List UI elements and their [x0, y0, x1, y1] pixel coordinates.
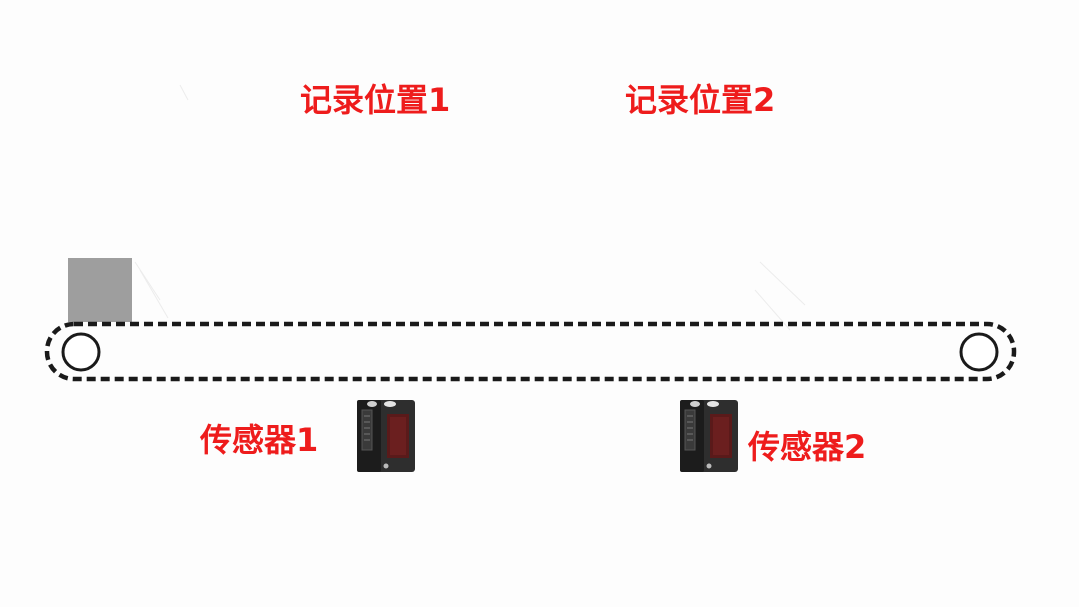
motion-ghost-lines	[135, 85, 805, 330]
sensor-2-label: 传感器2	[748, 427, 866, 467]
sensor-1-label: 传感器1	[200, 420, 318, 460]
conveyor-belt	[47, 324, 1014, 379]
sensor-1-icon	[357, 400, 415, 472]
record-position-1-label: 记录位置1	[300, 80, 450, 120]
package-box-icon	[68, 258, 132, 322]
sensor-2-icon	[680, 400, 738, 472]
record-position-2-label: 记录位置2	[625, 80, 775, 120]
roller-left-icon	[63, 334, 99, 370]
roller-right-icon	[961, 334, 997, 370]
